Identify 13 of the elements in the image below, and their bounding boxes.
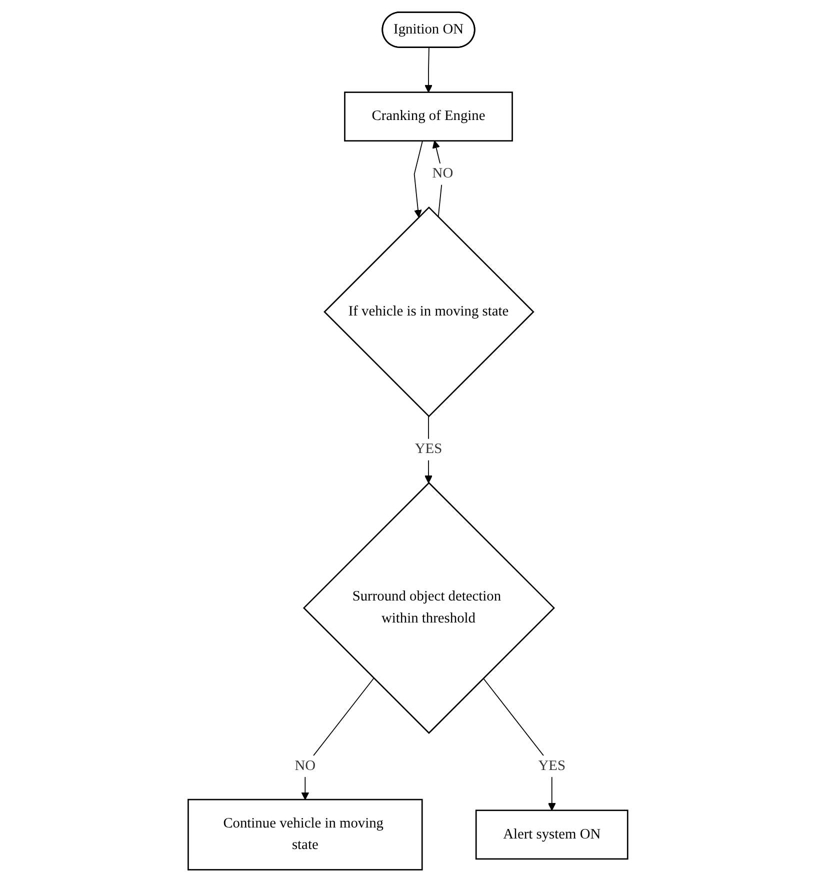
arrow — [424, 47, 432, 93]
edge-label: YES — [414, 442, 442, 457]
node-box: Alert system ON — [475, 810, 628, 860]
arrow — [413, 140, 423, 218]
node-box: Cranking of Engine — [344, 92, 513, 142]
node-diamond: If vehicle is in moving state — [323, 206, 534, 418]
node-box: Continue vehicle in moving state — [187, 798, 422, 870]
node-diamond: Surround object detection within threshold — [302, 482, 555, 734]
edge-label: YES — [538, 758, 566, 774]
arrow — [300, 678, 374, 800]
arrow — [432, 140, 443, 218]
edge-label: NO — [432, 166, 453, 182]
edge-label: NO — [294, 758, 316, 774]
